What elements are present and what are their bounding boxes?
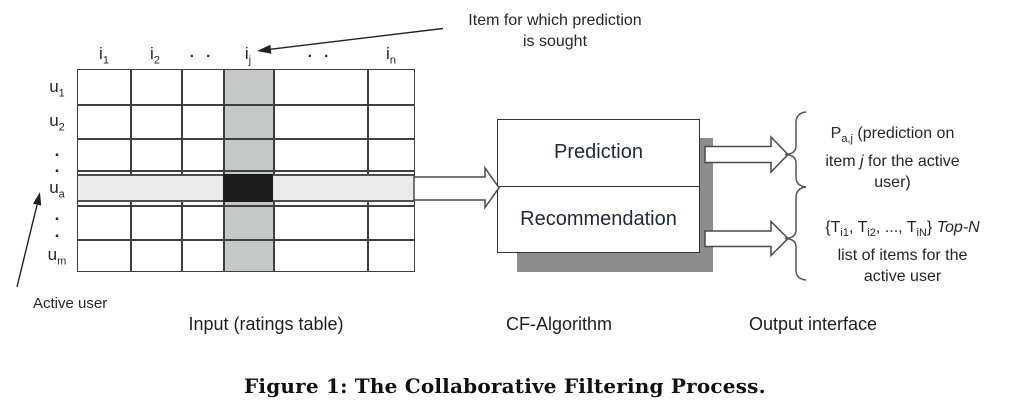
col-header-ellipsis: . . — [189, 44, 215, 61]
grid-line-h — [78, 104, 414, 106]
cf-to-prediction-arrow — [704, 135, 790, 174]
row-label-um: um — [47, 245, 67, 268]
grid-line-h — [78, 205, 414, 207]
grid-line-h — [78, 239, 414, 241]
prediction-section: Prediction — [498, 120, 699, 187]
col-header-ellipsis: . . — [307, 44, 333, 61]
grid-line-h — [78, 138, 414, 140]
input-to-cf-arrow — [413, 165, 500, 210]
active-user-label: Active user — [33, 295, 108, 312]
item-pointer-arrow — [257, 27, 444, 54]
active-user-arrow — [16, 192, 42, 288]
prediction-symbol: P — [830, 125, 842, 142]
row-label-dot: . — [54, 222, 60, 241]
col-header-i2: i2 — [150, 44, 160, 67]
ratings-table: i1 i2 . . ij . . in u1 u2 . . ua . . um — [48, 44, 415, 272]
output-section-label: Output interface — [748, 314, 878, 334]
cf-algorithm-box: Prediction Recommendation — [497, 119, 700, 253]
row-label-ua: ua — [49, 178, 65, 201]
col-header-i1: i1 — [99, 44, 109, 67]
prediction-output-text: Pa,j (prediction on item j for the activ… — [825, 125, 960, 192]
item-prediction-note-line1: Item for which prediction — [468, 12, 642, 29]
topn-output-text: {Ti1, Ti2, ..., TiN} Top-N list of items… — [825, 219, 980, 286]
item-prediction-note: Item for which prediction is sought — [455, 10, 655, 52]
cf-algorithm-label: CF-Algorithm — [505, 314, 612, 334]
grid-line-h — [78, 170, 414, 172]
figure-caption: Figure 1: The Collaborative Filtering Pr… — [244, 374, 766, 398]
row-label-dot: . — [54, 141, 60, 160]
row-label-dot: . — [54, 205, 60, 224]
topn-set: {T — [825, 219, 841, 236]
row-label-u2: u2 — [49, 111, 65, 134]
cf-to-topn-arrow — [704, 219, 790, 258]
row-label-dot: . — [54, 157, 60, 176]
row-label-u1: u1 — [49, 77, 65, 100]
item-prediction-note-line2: is sought — [522, 33, 588, 50]
prediction-target-cell — [223, 174, 273, 202]
col-header-in: in — [386, 44, 396, 67]
col-header-ij: ij — [244, 44, 252, 67]
recommendation-section: Recommendation — [520, 207, 677, 230]
input-section-label: Input (ratings table) — [188, 314, 344, 334]
